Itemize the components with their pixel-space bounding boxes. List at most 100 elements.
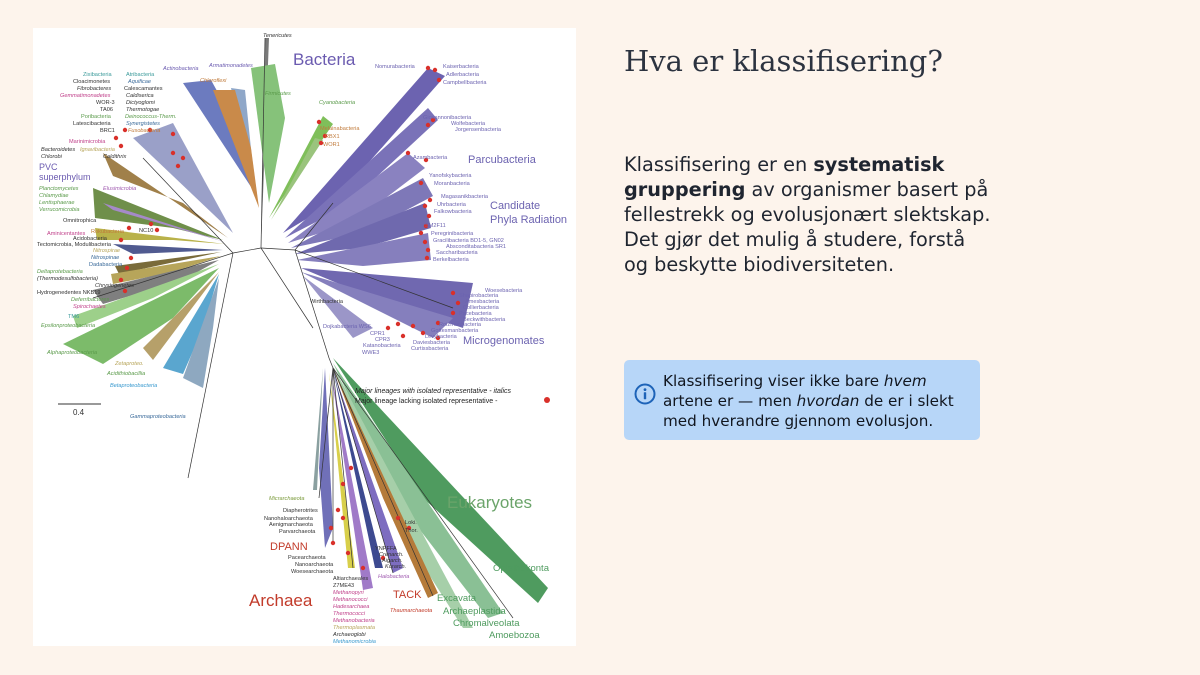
taxon-label: Thermoplasmata: [333, 625, 375, 631]
taxon-label: Altiarchaeales: [333, 576, 368, 582]
taxon-label: Verrucomicrobia: [39, 207, 80, 213]
taxon-label: Excavata: [437, 593, 477, 604]
taxon-label: Chlamydiae: [39, 193, 69, 199]
wedge-methanogens: [329, 372, 355, 568]
taxon-label: Amesbacteria: [465, 299, 500, 305]
taxon-label: Levybacteria: [425, 334, 458, 340]
taxon-label: TM6: [68, 314, 79, 320]
taxon-label: WOR1: [323, 142, 340, 148]
taxon-label: (Thermodesulfobacteria): [37, 276, 98, 282]
wedge-parcubacteria: [288, 153, 425, 243]
taxon-label: Collierbacteria: [463, 305, 500, 311]
wedge-actinobacteria: [183, 80, 255, 193]
scale-bar: 0.4: [58, 403, 101, 417]
branch-lines: [92, 37, 514, 619]
taxon-label: Chrysiogenetes: [95, 283, 134, 289]
taxon-label: Caldiserica: [126, 93, 154, 99]
eukaryote-labels: Opisthokonta Excavata Archaeplastida Chr…: [437, 563, 550, 641]
taxon-label: Methanobacteria: [333, 618, 375, 624]
taxon-label: Gammaproteobacteria: [130, 414, 186, 420]
wedge-microgenomates-2: [301, 272, 453, 338]
taxon-label: Shapirobacteria: [459, 293, 499, 299]
wedge-eukaryotes-3: [333, 366, 473, 628]
taxon-label: Katanobacteria: [363, 343, 402, 349]
legend-dot-text: Major lineage lacking isolated represent…: [355, 398, 498, 405]
taxon-label: Deltaprotebacteria: [37, 269, 83, 275]
body-text-part2: av organismer basert på fellestrekk og e…: [624, 178, 991, 276]
taxon-label: Elusimicrobia: [103, 186, 136, 192]
taxon-label: Moranbacteria: [434, 181, 471, 187]
wedge-melainabacteria: [271, 138, 323, 220]
taxon-label: Wolfebacteria: [451, 121, 486, 127]
wedge-chloroflexi: [213, 90, 259, 208]
taxon-label: Nanoarchaeota: [295, 562, 334, 568]
taxon-label: Tenericutes: [263, 33, 292, 39]
wedge-cpr-mid2: [295, 203, 431, 254]
taxon-label: Chlorobi: [41, 154, 63, 160]
page-title: Hva er klassifisering?: [624, 44, 943, 78]
taxon-label: Crenarch.: [379, 552, 404, 558]
taxon-label: Chromalveolata: [453, 618, 520, 629]
taxon-label: RBX1: [325, 134, 340, 140]
taxon-label: CPR1: [370, 331, 385, 337]
wedge-firmicutes: [251, 64, 285, 203]
taxon-label: Zixibacteria: [83, 72, 112, 78]
tree-of-life-figure: Bacteria Parcubacteria Candidate Phyla R…: [33, 28, 576, 646]
taxon-label: Magasanikbacteria: [441, 194, 489, 200]
info-icon: [634, 383, 656, 405]
label-tack: TACK: [393, 589, 422, 601]
taxon-label: Berkelbacteria: [433, 257, 470, 263]
taxon-label: Korarch.: [385, 564, 406, 570]
taxon-label: Hadesarchaea: [333, 604, 369, 610]
taxon-label: Melainabacteria: [320, 126, 360, 132]
taxon-label: Pacebacteria: [459, 311, 493, 317]
taxon-label: Thermococci: [333, 611, 366, 617]
callout-em2: hvordan: [796, 392, 860, 410]
label-eukaryotes: Eukaryotes: [447, 493, 532, 512]
label-pvc-line1: PVC: [39, 162, 58, 172]
info-callout: Klassifisering viser ikke bare hvem arte…: [624, 360, 980, 440]
taxon-label: Thaumarchaeota: [390, 608, 432, 614]
wedge-epsilon: [73, 264, 219, 328]
taxon-label: YNPFFA: [375, 546, 397, 552]
taxon-label: Zetaproteo.: [114, 361, 144, 367]
taxon-label: Falkowbacteria: [434, 209, 473, 215]
red-dots: [113, 65, 550, 571]
taxon-label: Z7ME43: [333, 583, 354, 589]
taxon-label: Tectomicrobia, Modulibacteria: [37, 242, 112, 248]
taxon-label: Gemmatimonadetes: [60, 93, 111, 99]
taxon-label: Dojkabacteria WS6: [323, 324, 371, 330]
label-pvc-line2: superphylum: [39, 172, 91, 182]
taxon-label: Nitrospinae: [91, 255, 119, 261]
taxon-label: Nitrospirae: [93, 248, 120, 254]
taxon-label: TA06: [100, 107, 113, 113]
taxon-label: Firmicutes: [265, 91, 291, 97]
taxon-label: Dictyoglomi: [126, 100, 156, 106]
taxon-label: Archaeplastida: [443, 606, 507, 617]
taxon-label: Daviesbacteria: [413, 340, 451, 346]
taxon-labels: Tenericutes Actinobacteria Armatimonadet…: [37, 33, 523, 645]
taxon-label: Calescamantes: [124, 86, 163, 92]
taxon-label: Synergistetes: [126, 121, 160, 127]
taxon-label: Methanococci: [333, 597, 368, 603]
scale-label: 0.4: [73, 408, 85, 417]
wedge-omnitrophica: [113, 244, 223, 254]
label-microgenomates: Microgenomates: [463, 335, 545, 347]
legend-italics: Major lineages with isolated representat…: [355, 388, 512, 395]
taxon-label: Atribacteria: [126, 72, 155, 78]
callout-part3: de er i slekt med hverandre gjennom evol…: [663, 392, 954, 430]
taxon-label: Hydrogenedentes NKB19: [37, 290, 100, 296]
wedge-acidobacteria: [115, 252, 221, 274]
taxon-label: Epsilonproteobacteria: [41, 323, 95, 329]
taxon-label: SM2F11: [425, 223, 446, 229]
taxon-label: Bacteroidetes: [41, 147, 75, 153]
taxon-label: WOR-3: [96, 100, 115, 106]
wedge-micrarchaeota: [313, 368, 323, 490]
wedge-elusimicrobia: [103, 203, 225, 242]
taxon-label: Planctomycetes: [39, 186, 79, 192]
callout-em1: hvem: [883, 372, 927, 390]
taxon-label: Omnitrophica: [63, 218, 97, 224]
taxon-label: Cyanobacteria: [319, 100, 355, 106]
taxon-label: NC10: [139, 228, 153, 234]
taxon-label: Betaproteobacteria: [110, 383, 157, 389]
